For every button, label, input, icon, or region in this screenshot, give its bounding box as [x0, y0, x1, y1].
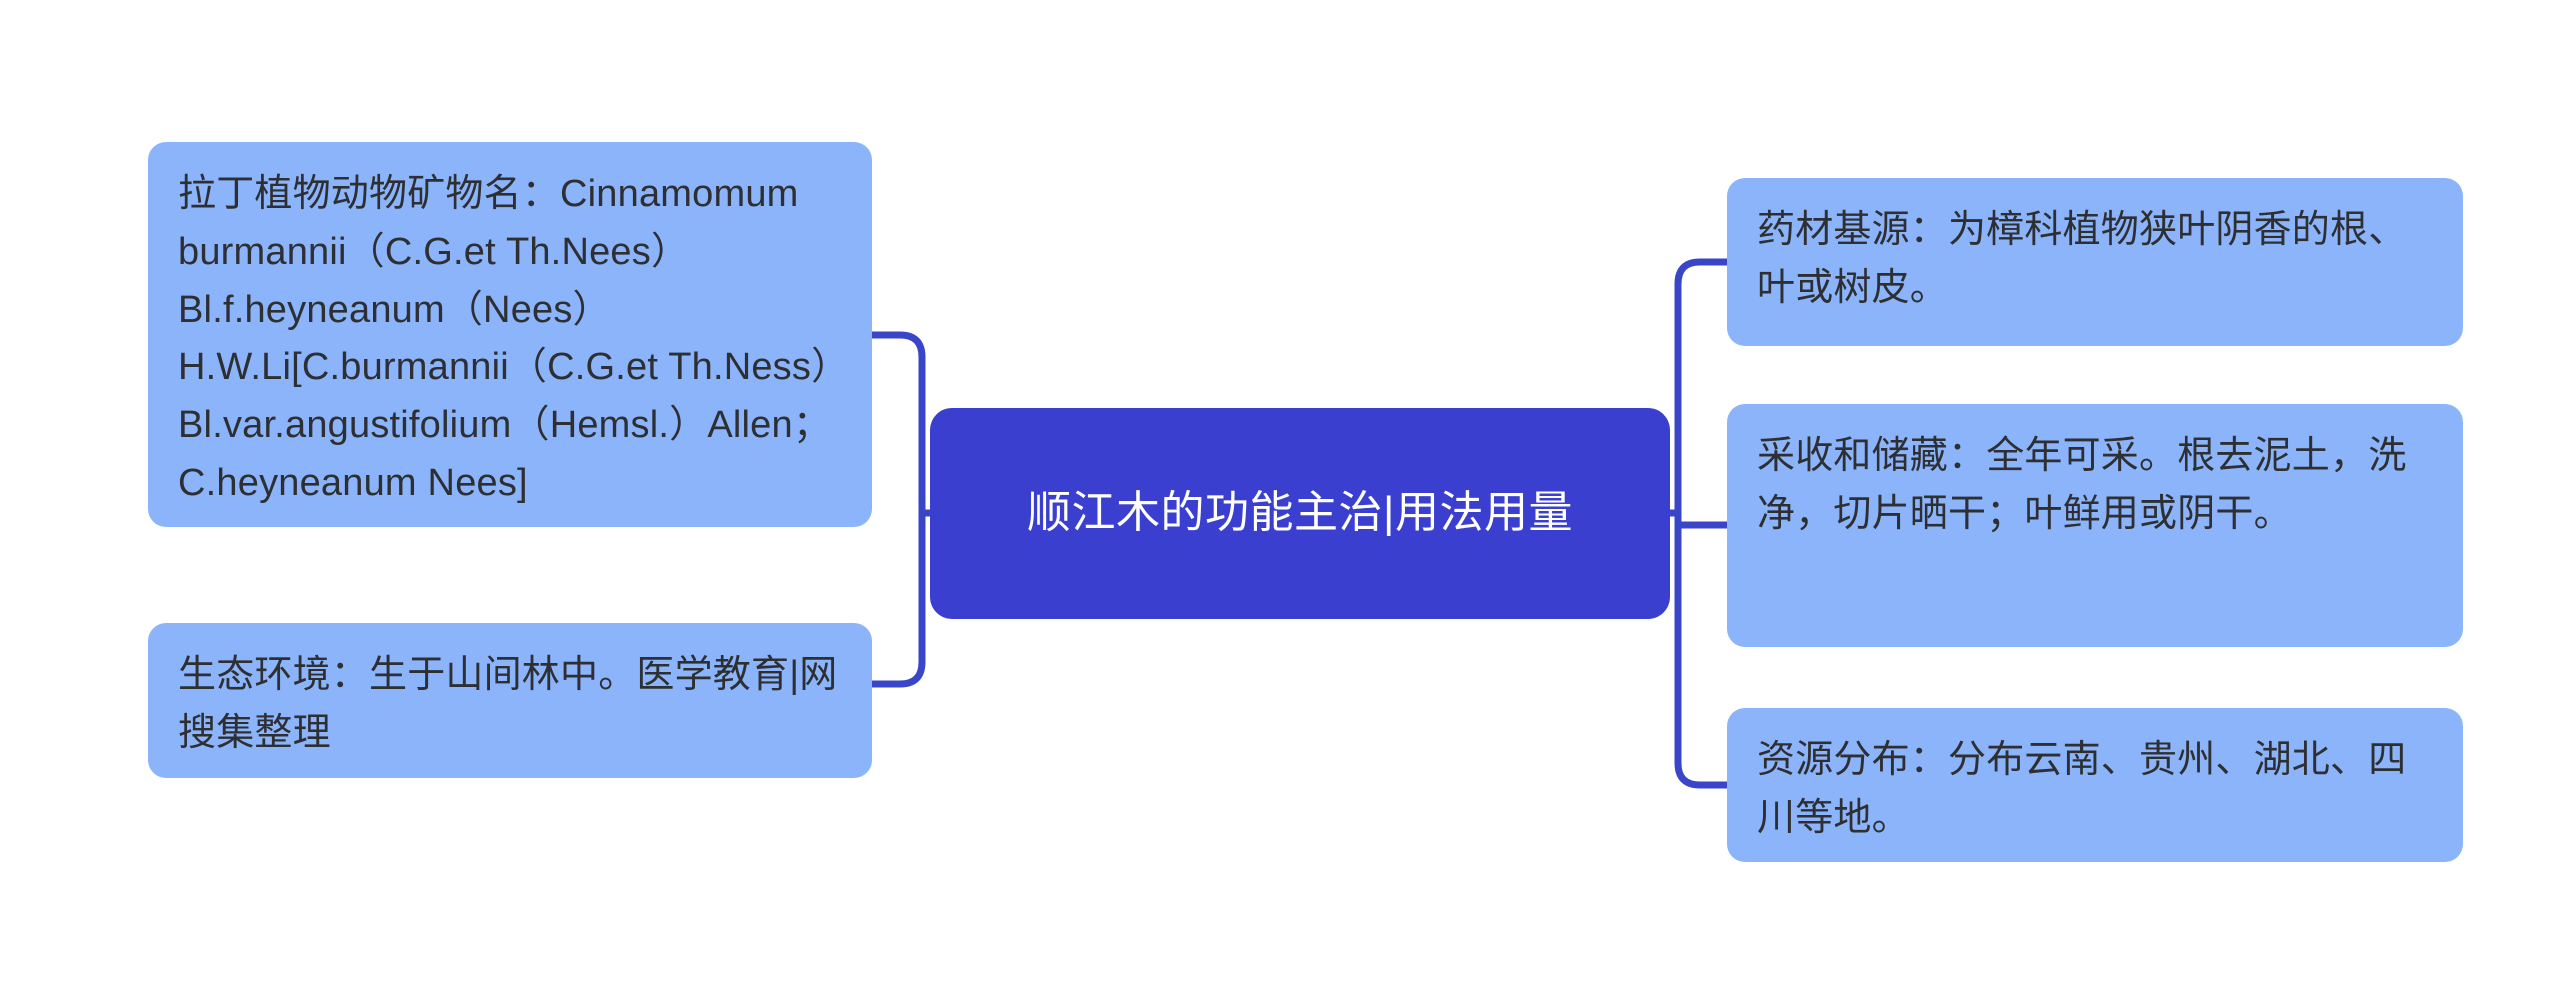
branch-node-distribution[interactable]: 资源分布：分布云南、贵州、湖北、四川等地。	[1727, 708, 2463, 862]
branch-node-harvest-label: 采收和储藏：全年可采。根去泥土，洗净，切片晒干；叶鲜用或阴干。	[1757, 435, 2407, 535]
edge-left-bracket	[868, 331, 926, 688]
branch-node-ecology[interactable]: 生态环境：生于山间林中。医学教育|网搜集整理	[148, 623, 872, 778]
branch-node-source-label: 药材基源：为樟科植物狭叶阴香的根、叶或树皮。	[1757, 209, 2407, 309]
branch-node-ecology-label: 生态环境：生于山间林中。医学教育|网搜集整理	[178, 654, 838, 754]
branch-node-latin-name[interactable]: 拉丁植物动物矿物名：Cinnamomum burmannii（C.G.et Th…	[148, 142, 872, 527]
edge-right-bracket	[1674, 258, 1731, 789]
root-node-topic-label: 顺江木的功能主治|用法用量	[1027, 488, 1573, 538]
branch-node-distribution-label: 资源分布：分布云南、贵州、湖北、四川等地。	[1757, 739, 2407, 839]
branch-node-harvest[interactable]: 采收和储藏：全年可采。根去泥土，洗净，切片晒干；叶鲜用或阴干。	[1727, 404, 2463, 647]
branch-node-source[interactable]: 药材基源：为樟科植物狭叶阴香的根、叶或树皮。	[1727, 178, 2463, 346]
branch-node-latin-name-label: 拉丁植物动物矿物名：Cinnamomum burmannii（C.G.et Th…	[178, 173, 832, 504]
root-node-topic[interactable]: 顺江木的功能主治|用法用量	[930, 408, 1670, 619]
